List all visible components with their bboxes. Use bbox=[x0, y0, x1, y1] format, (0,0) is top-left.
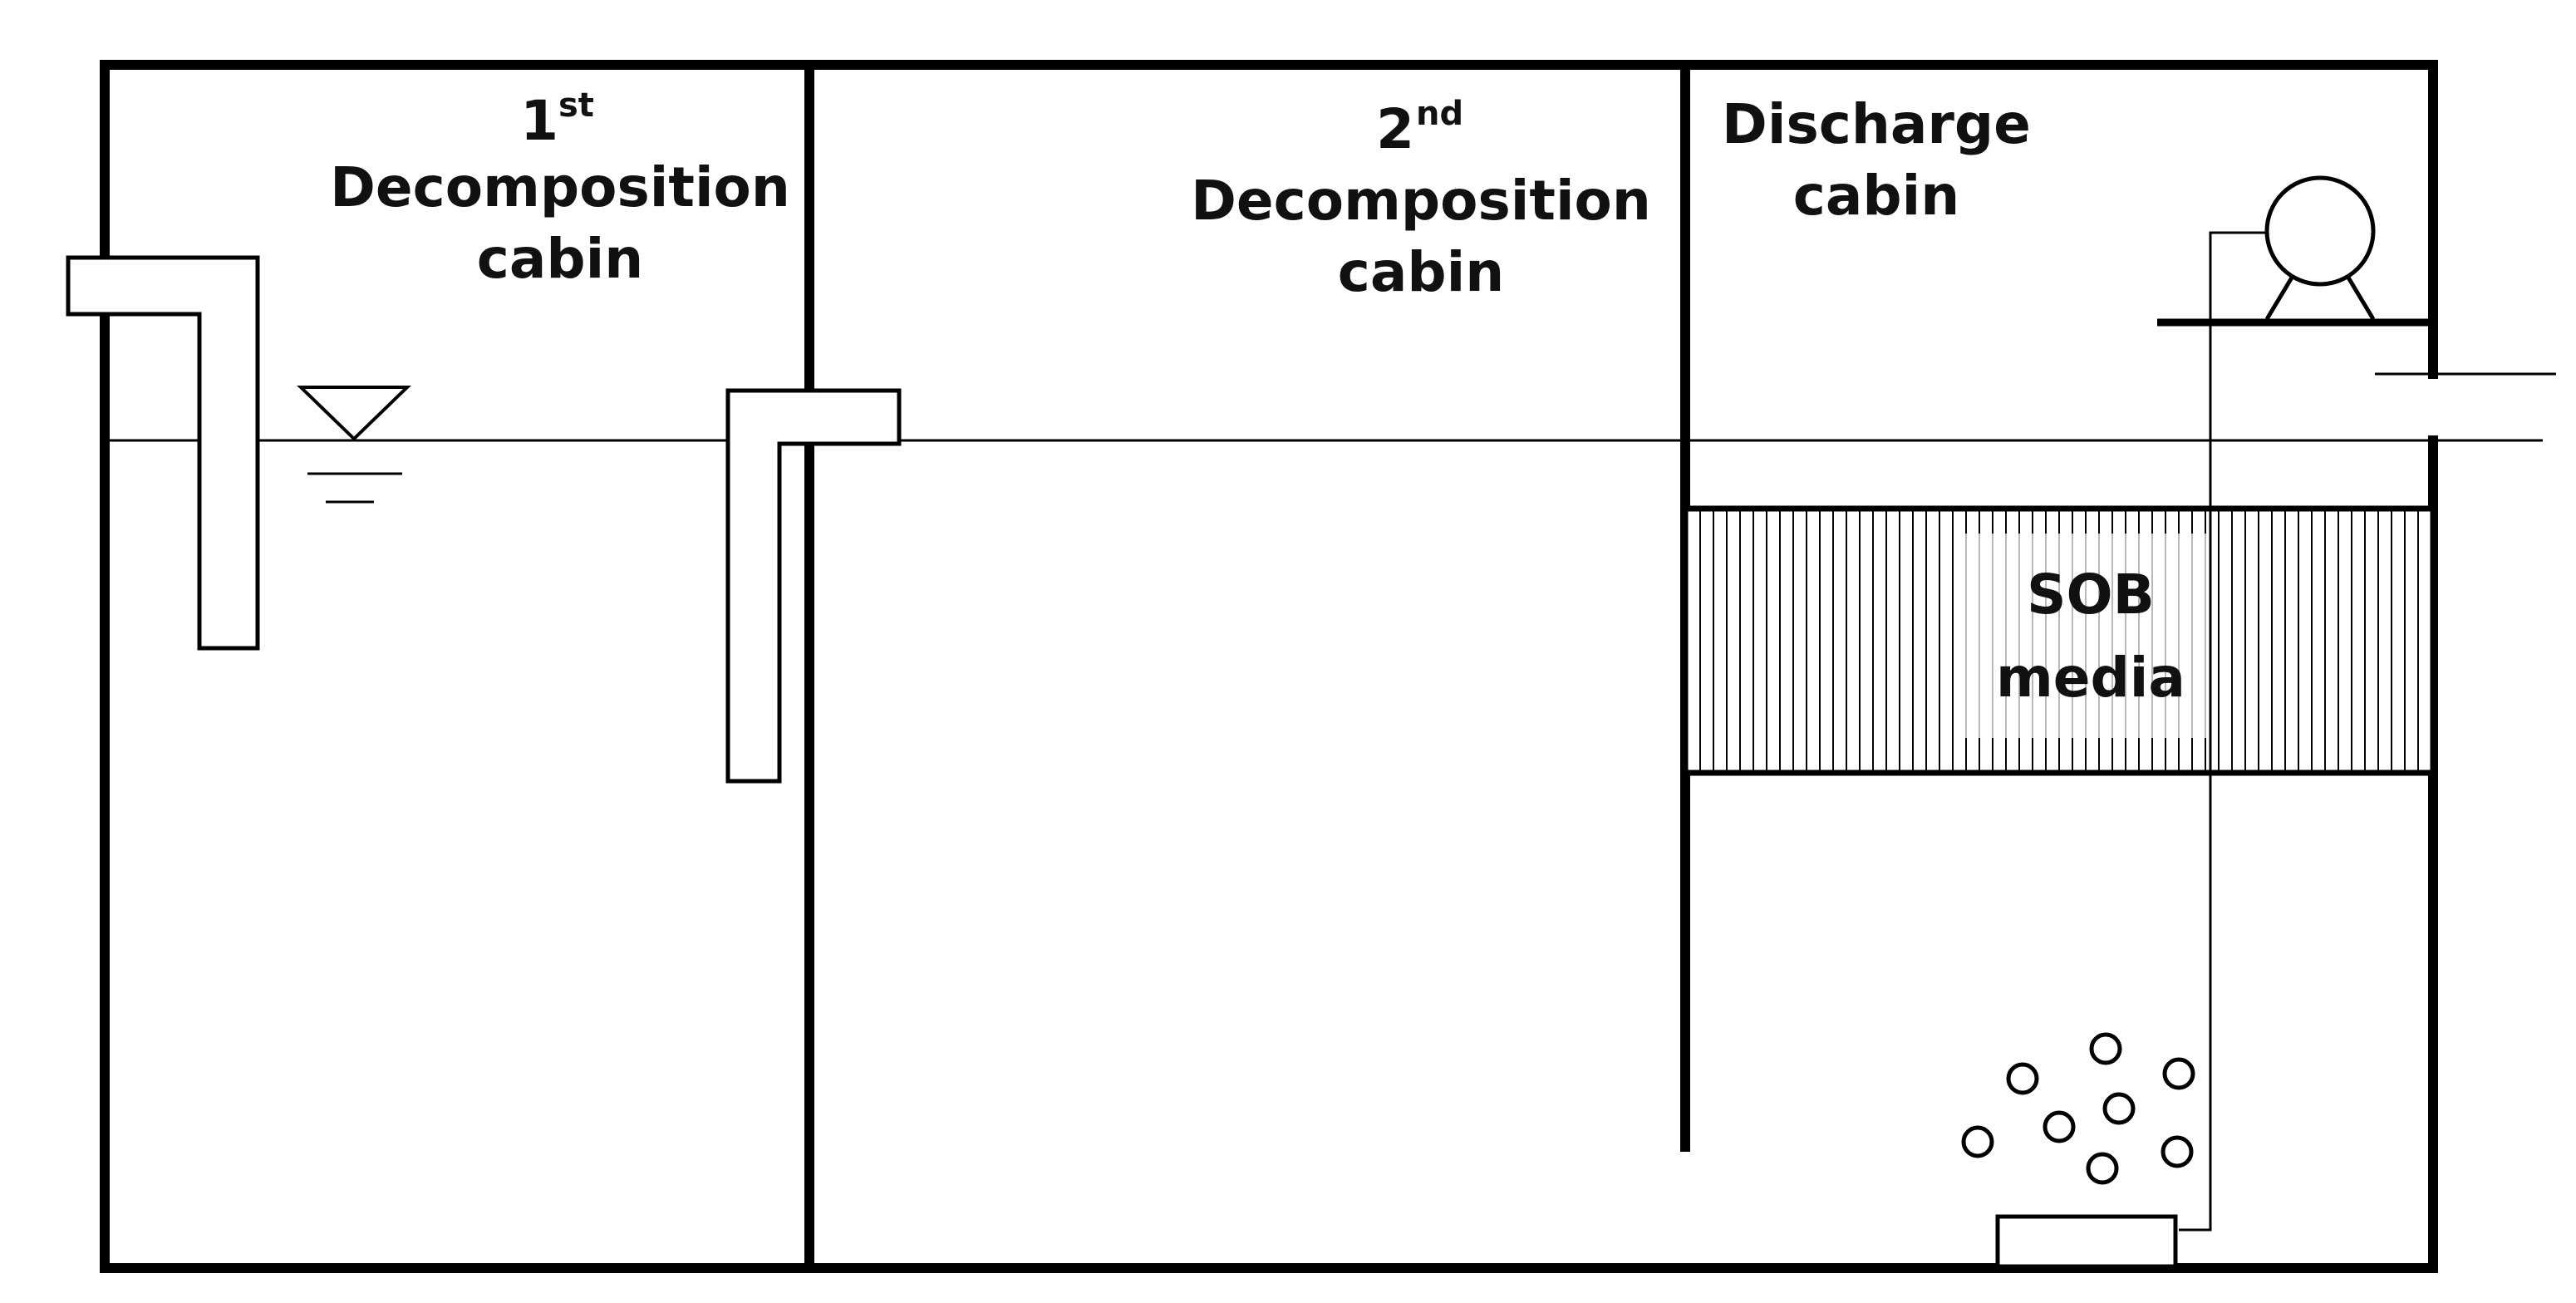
first-cabin-line1: Decomposition bbox=[330, 155, 790, 219]
water-level-symbol bbox=[297, 386, 411, 504]
pump-icon bbox=[2157, 175, 2430, 327]
air-bubble bbox=[1961, 1125, 1994, 1158]
second-cabin-number: 2 bbox=[1376, 97, 1414, 161]
air-diffuser bbox=[1995, 1214, 2178, 1269]
air-pipe bbox=[2179, 231, 2267, 1232]
air-bubble bbox=[2086, 1152, 2119, 1185]
air-bubble bbox=[2102, 1092, 2136, 1125]
first-cabin-line2: cabin bbox=[477, 227, 644, 291]
media-label-line1: SOB bbox=[2027, 563, 2155, 627]
air-bubble bbox=[2006, 1062, 2039, 1095]
media-label-background bbox=[1963, 533, 2212, 738]
inlet-pipe bbox=[66, 255, 260, 651]
air-bubble bbox=[2162, 1057, 2195, 1090]
air-bubbles bbox=[1961, 1032, 2195, 1185]
transfer-pipe bbox=[725, 388, 902, 784]
media-label-line2: media bbox=[1996, 646, 2185, 710]
discharge-cabin-line2: cabin bbox=[1793, 164, 1960, 228]
air-bubble bbox=[2089, 1032, 2122, 1065]
outlet-opening bbox=[2422, 379, 2447, 435]
air-bubble bbox=[2161, 1135, 2194, 1168]
second-cabin-suffix: nd bbox=[1416, 95, 1463, 133]
first-cabin-suffix: st bbox=[558, 86, 594, 125]
sob-media-block bbox=[1682, 505, 2436, 776]
second-cabin-line2: cabin bbox=[1338, 240, 1505, 304]
first-cabin-number: 1 bbox=[520, 89, 558, 153]
discharge-cabin-line1: Discharge bbox=[1722, 92, 2031, 156]
air-bubble bbox=[2043, 1110, 2076, 1143]
second-cabin-line1: Decomposition bbox=[1191, 169, 1651, 233]
